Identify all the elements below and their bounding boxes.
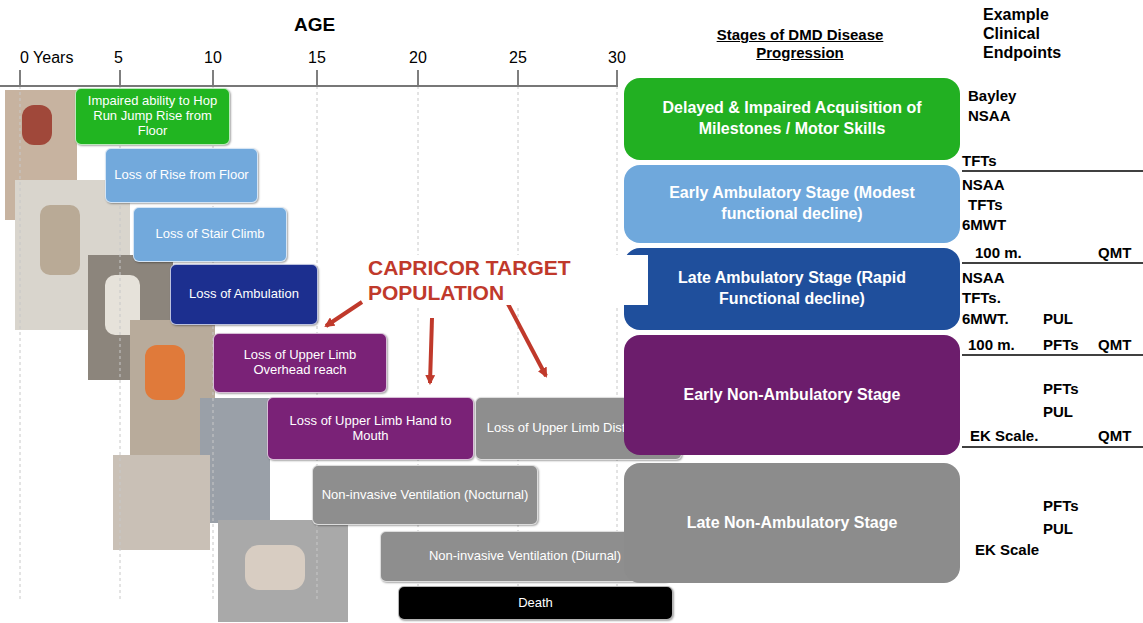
photo	[40, 205, 80, 275]
box-text: Non-invasive Ventilation (Diurnal)	[429, 549, 621, 564]
milestone-box: Loss of Upper Limb Overhead reach	[213, 333, 387, 393]
box-text: Loss of Stair Climb	[155, 227, 264, 242]
endpoint-label: TFTs	[968, 196, 1003, 214]
endpoint-label: PUL	[1043, 310, 1073, 328]
endpoint-label: PUL	[1043, 520, 1073, 538]
endpoint-label: TFTs	[962, 152, 997, 170]
box-text: Loss of Upper Limb Overhead reach	[220, 348, 380, 378]
axis-tick-label: 5	[114, 48, 123, 67]
axis-title: AGE	[294, 14, 335, 37]
box-text: Impaired ability to Hop Run Jump Rise fr…	[82, 94, 223, 139]
endpoint-label: TFTs.	[962, 289, 1001, 307]
axis-tick-label: 10	[204, 48, 222, 67]
endpoint-label: PFTs	[1043, 497, 1079, 515]
milestone-box: Loss of Rise from Floor	[105, 148, 258, 203]
photo	[218, 520, 348, 622]
axis-tick-label: 25	[509, 48, 527, 67]
box-text: Early Non-Ambulatory Stage	[684, 385, 901, 406]
stage-box: Early Ambulatory Stage (Modest functiona…	[624, 165, 960, 243]
endpoint-dividers	[962, 171, 1143, 447]
stage-box: Late Ambulatory Stage (Rapid Functional …	[624, 248, 960, 330]
endpoint-label: PUL	[1043, 403, 1073, 421]
box-text: Delayed & Impaired Acquisition of Milest…	[638, 98, 946, 140]
callout-text: CAPRICOR TARGET POPULATION	[368, 255, 648, 305]
box-text: Late Non-Ambulatory Stage	[687, 513, 898, 534]
photo	[200, 398, 270, 523]
endpoint-label: NSAA	[962, 176, 1005, 194]
grid-lines	[20, 86, 617, 600]
endpoint-label: 6MWT.	[962, 310, 1009, 328]
box-text: Early Ambulatory Stage (Modest functiona…	[638, 183, 946, 225]
axis-tick-label: 0 Years	[20, 48, 73, 67]
axis-tick-label: 30	[608, 48, 626, 67]
photo	[22, 105, 52, 145]
box-text: Loss of Rise from Floor	[114, 168, 248, 183]
stage-box: Late Non-Ambulatory Stage	[624, 463, 960, 583]
axis-tick-label: 15	[308, 48, 326, 67]
endpoint-label: Bayley	[968, 87, 1016, 105]
endpoint-label: 100 m.	[975, 244, 1022, 262]
endpoint-label: PFTs	[1043, 380, 1079, 398]
endpoint-label: PFTs	[1043, 336, 1079, 354]
milestone-box: Non-invasive Ventilation (Nocturnal)	[312, 465, 538, 525]
stage-box: Delayed & Impaired Acquisition of Milest…	[624, 78, 960, 160]
endpoint-label: EK Scale.	[970, 427, 1038, 445]
endpoint-label: NSAA	[968, 107, 1011, 125]
photo	[145, 345, 185, 400]
box-text: Non-invasive Ventilation (Nocturnal)	[322, 488, 529, 503]
milestone-box: Loss of Stair Climb	[133, 207, 287, 262]
column-heading: Example Clinical Endpoints	[983, 5, 1098, 63]
box-text: Loss of Ambulation	[189, 287, 299, 302]
stage-box: Early Non-Ambulatory Stage	[624, 335, 960, 455]
milestone-box: Loss of Upper Limb Hand to Mouth	[267, 397, 474, 460]
box-text: Late Ambulatory Stage (Rapid Functional …	[638, 268, 946, 310]
milestone-box: Death	[398, 586, 673, 620]
box-text: Loss of Upper Limb Hand to Mouth	[274, 414, 467, 444]
endpoint-label: 6MWT	[962, 216, 1006, 234]
column-heading: Stages of DMD Disease Progression	[680, 26, 920, 62]
endpoint-label: NSAA	[962, 269, 1005, 287]
axis-ticks	[20, 70, 617, 86]
box-text: Death	[518, 596, 553, 611]
endpoint-label: QMT	[1098, 336, 1131, 354]
photo	[245, 545, 305, 590]
endpoint-label: QMT	[1098, 244, 1131, 262]
photo	[113, 455, 210, 550]
axis-tick-label: 20	[409, 48, 427, 67]
endpoint-label: 100 m.	[968, 336, 1015, 354]
endpoint-label: EK Scale	[975, 541, 1039, 559]
milestone-box: Loss of Ambulation	[170, 264, 318, 325]
age-axis	[0, 85, 618, 87]
endpoint-label: QMT	[1098, 427, 1131, 445]
milestone-box: Impaired ability to Hop Run Jump Rise fr…	[75, 88, 230, 145]
